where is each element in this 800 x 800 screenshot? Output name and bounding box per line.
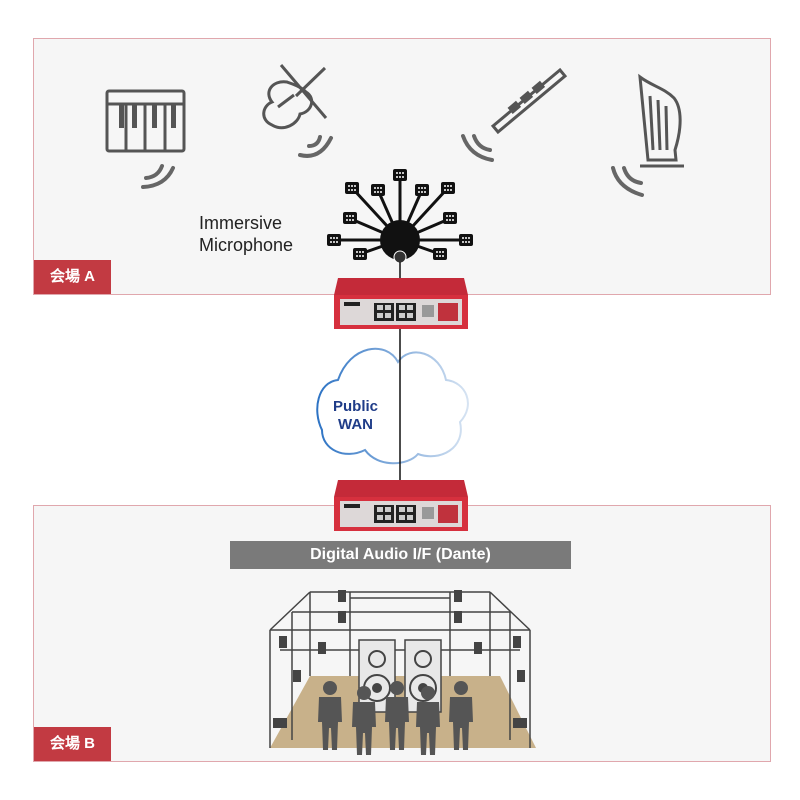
wan-label: Public WAN — [318, 398, 393, 434]
network-device-b — [334, 480, 468, 531]
venue-b-label: 会場 B — [34, 727, 112, 761]
audio-interface-bar: Digital Audio I/F (Dante) — [230, 541, 571, 569]
harp-icon — [638, 73, 684, 168]
main-speaker-right — [404, 639, 442, 713]
wan-label-line1: Public — [332, 398, 378, 415]
wan-cloud-icon — [316, 347, 469, 465]
sound-waves-icon — [611, 166, 644, 197]
sound-waves-icon — [461, 134, 494, 162]
venue-a-label: 会場 A — [34, 260, 112, 294]
sound-waves-icon — [141, 164, 175, 189]
keyboard-icon — [105, 89, 186, 153]
immersive-microphone-icon — [327, 169, 473, 264]
flute-icon — [490, 67, 568, 135]
microphone-label-line1: Immersive — [199, 213, 283, 233]
violin-icon — [262, 64, 328, 130]
microphone-label-line2: Microphone — [199, 235, 294, 255]
speaker-room — [269, 590, 536, 755]
microphone-label: Immersive Microphone — [199, 212, 293, 256]
wan-label-line2: WAN — [338, 416, 373, 433]
sound-waves-icon — [298, 135, 333, 158]
network-device-a — [334, 278, 468, 329]
